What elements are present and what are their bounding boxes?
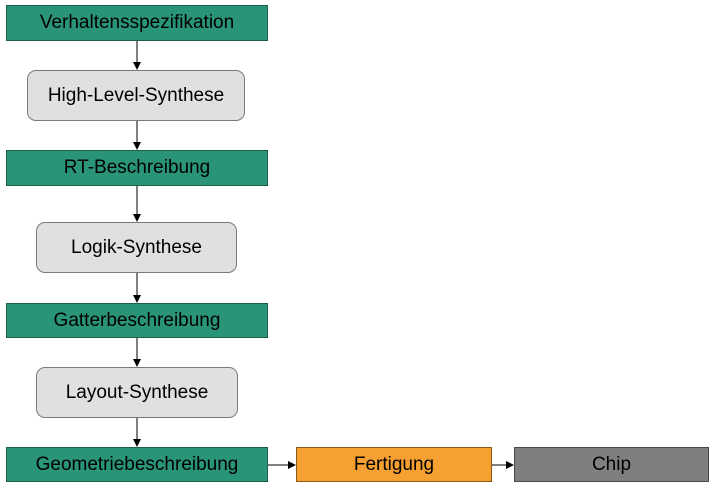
high-level-synthese-box: High-Level-Synthese (27, 70, 245, 121)
rt-beschreibung-label: RT-Beschreibung (63, 157, 211, 178)
verhaltensspezifikation-box: Verhaltensspezifikation (6, 5, 268, 41)
geometriebeschreibung-box: Geometriebeschreibung (6, 447, 268, 482)
high-level-synthese-label: High-Level-Synthese (47, 84, 225, 106)
gatterbeschreibung-label: Gatterbeschreibung (53, 309, 221, 331)
gatterbeschreibung-box: Gatterbeschreibung (6, 303, 268, 338)
layout-synthese-label: Layout-Synthese (65, 381, 209, 403)
rt-beschreibung-box: RT-Beschreibung (6, 150, 268, 186)
layout-synthese-box: Layout-Synthese (36, 367, 238, 418)
geometriebeschreibung-label: Geometriebeschreibung (35, 453, 239, 475)
chip-box: Chip (514, 447, 709, 482)
fertigung-label: Fertigung (353, 453, 435, 475)
logik-synthese-box: Logik-Synthese (36, 222, 237, 273)
chip-label: Chip (591, 453, 632, 475)
logik-synthese-label: Logik-Synthese (71, 236, 202, 258)
fertigung-box: Fertigung (296, 447, 492, 482)
verhaltensspezifikation-label: Verhaltensspezifikation (39, 12, 235, 33)
